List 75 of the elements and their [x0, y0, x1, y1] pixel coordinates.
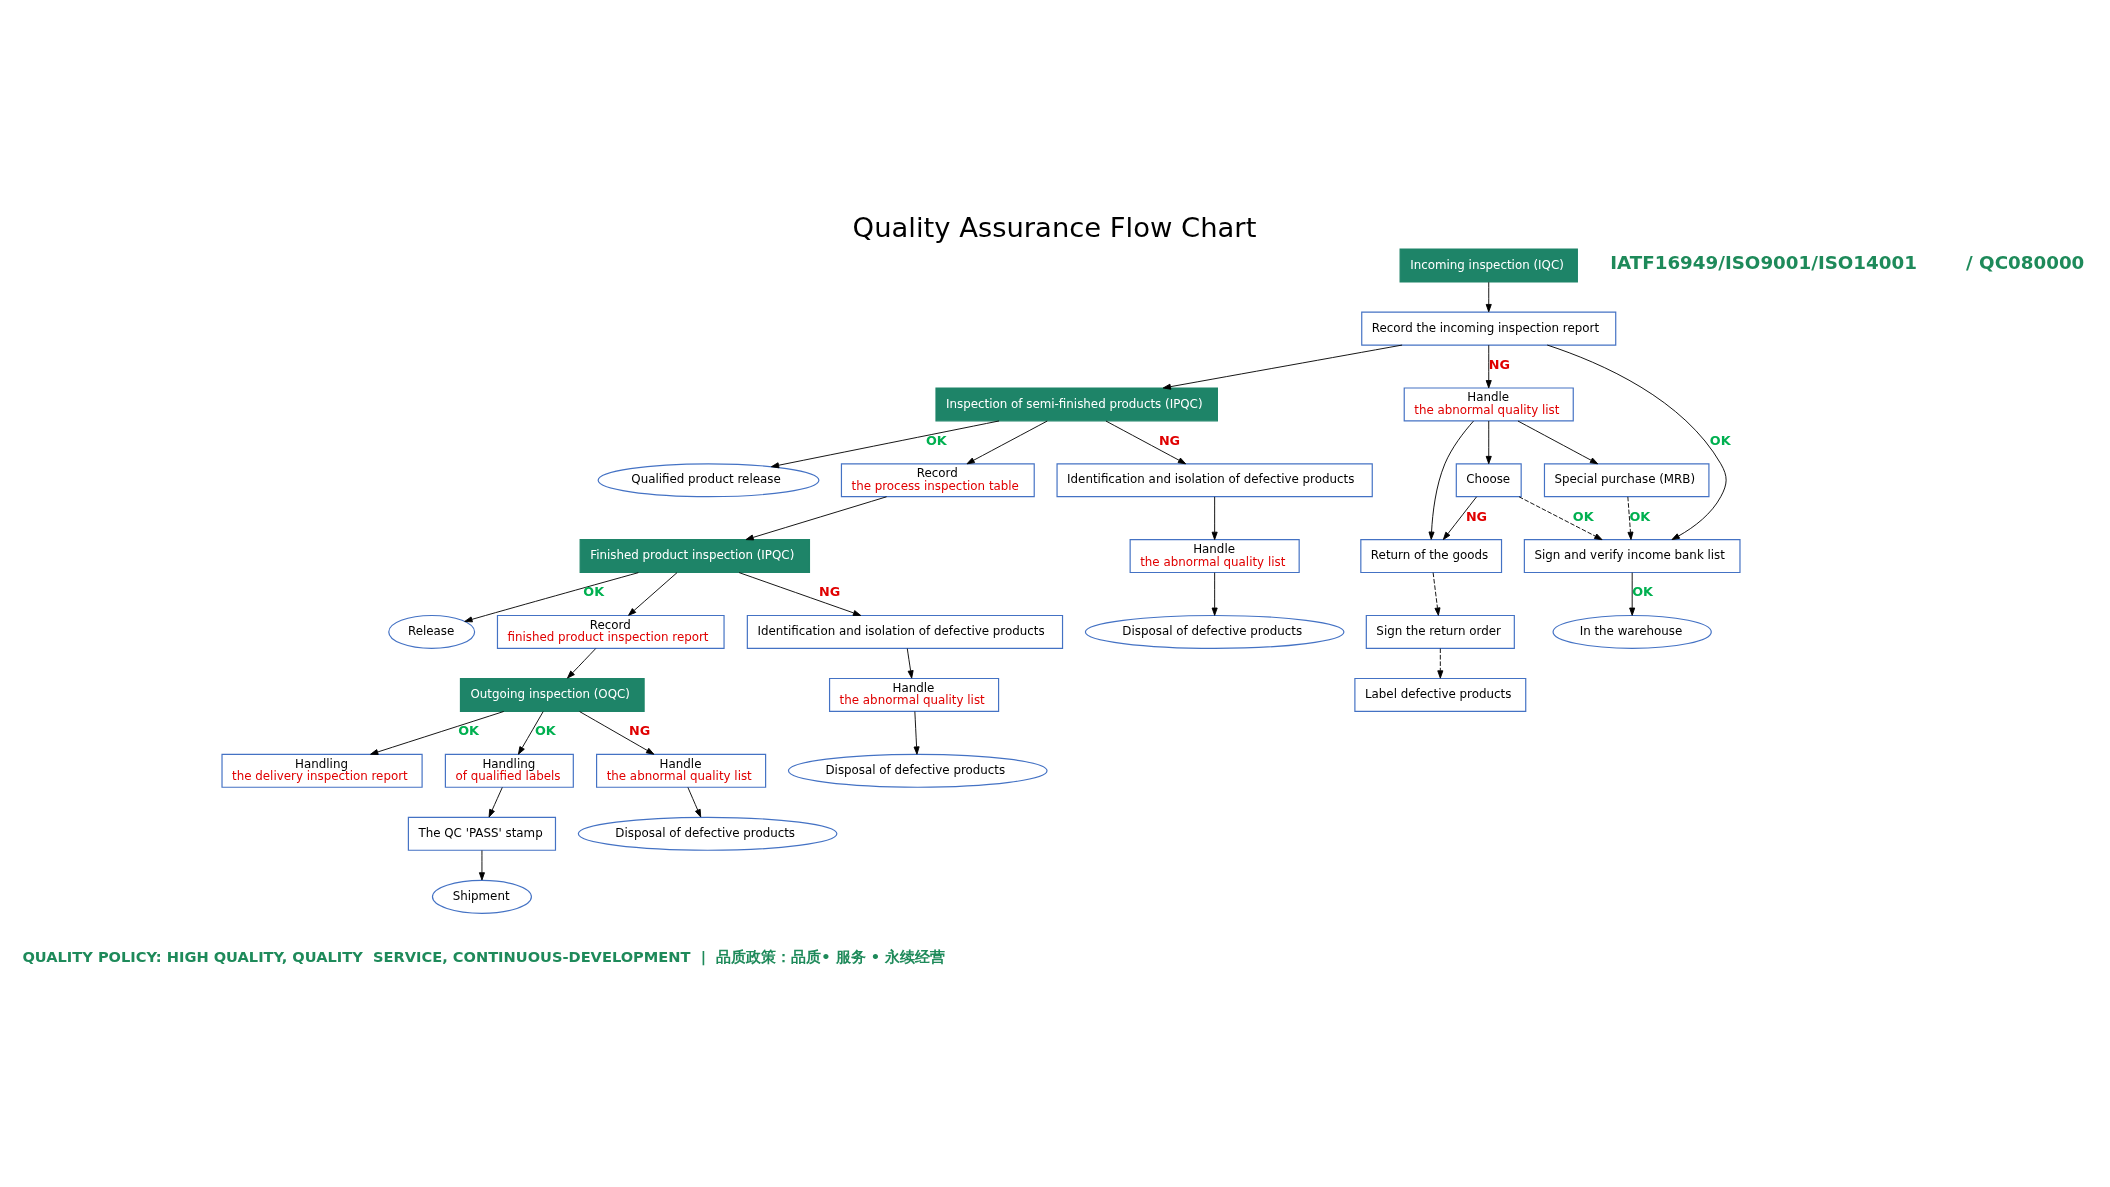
node-ellipse: Disposal of defective products — [577, 816, 838, 851]
arrow — [738, 571, 862, 616]
arrow — [745, 495, 888, 540]
edge-label: NG — [1465, 508, 1488, 524]
node-box: Choose — [1455, 462, 1522, 497]
node-box: Special purchase (MRB) — [1543, 462, 1710, 497]
node-ellipse: Disposal of defective products — [787, 753, 1048, 788]
arrow — [579, 710, 655, 755]
node-box: The QC 'PASS' stamp — [407, 816, 557, 851]
arrow — [464, 571, 639, 622]
node-ellipse: In the warehouse — [1552, 614, 1712, 649]
node-box: Finished product inspection (IPQC) — [579, 538, 811, 573]
arrow — [488, 786, 503, 817]
node-box: Return of the goods — [1360, 538, 1503, 573]
arrow — [1485, 281, 1492, 312]
arrow — [906, 647, 914, 679]
node-box: Sign and verify income bank list — [1523, 538, 1741, 573]
edge-label: OK — [583, 583, 605, 599]
node-ellipse: Shipment — [431, 879, 532, 914]
node-box: Record the incoming inspection report — [1361, 311, 1617, 346]
node-box: Identification and isolation of defective products — [1056, 462, 1373, 497]
node-box: Outgoing inspection (OQC) — [459, 677, 645, 712]
arrow — [1162, 344, 1403, 390]
edge-label: OK — [925, 432, 947, 448]
arrow — [1485, 344, 1492, 388]
node-ellipse: Disposal of defective products — [1084, 614, 1345, 649]
arrow — [370, 710, 505, 755]
node-box: Inspection of semi-finished products (IPQC) — [935, 386, 1218, 421]
arrow — [1432, 571, 1441, 616]
edge-label: OK — [458, 722, 479, 738]
arrow — [1105, 420, 1187, 464]
edge-label: OK — [1629, 508, 1651, 524]
arrow — [1485, 420, 1492, 464]
arrow — [913, 710, 920, 755]
arrow — [1546, 344, 1727, 540]
arrow — [687, 786, 702, 817]
arrow — [628, 571, 678, 616]
arrow — [1428, 420, 1474, 540]
node-box: Label defective products — [1354, 677, 1527, 712]
edge-label: NG — [1488, 356, 1510, 372]
caption: QUALITY POLICY: HIGH QUALITY, QUALITY SERVICE, CONTINUOUS-DEVELOPMENT | 品质政策：品质• 服务 • 永续经营 — [22, 947, 946, 965]
label: / QC080000 — [1966, 251, 2085, 273]
edge-label: NG — [819, 583, 841, 599]
node-box: Identification and isolation of defective products — [746, 614, 1064, 649]
label: IATF16949/ISO9001/ISO14001 — [1610, 251, 1917, 273]
arrow — [770, 420, 1000, 468]
node-box: Handling the delivery inspection report — [221, 753, 423, 788]
node-box: Handle the abnormal quality list — [1129, 538, 1300, 573]
arrow — [1211, 571, 1218, 616]
arrow — [478, 849, 485, 880]
edge-label: OK — [1572, 508, 1594, 524]
node-box: Handle the abnormal quality list — [1403, 386, 1574, 421]
node-box: Record the process inspection table — [840, 462, 1035, 497]
node-box: Handle the abnormal quality list — [828, 677, 1000, 712]
arrow — [1518, 495, 1603, 540]
node-box: Incoming inspection (IQC) — [1399, 248, 1578, 283]
arrow — [518, 710, 544, 755]
node-box: Record finished product inspection report — [496, 614, 725, 649]
edge-label: NG — [1158, 432, 1181, 448]
node-box: Handling of qualified labels — [444, 753, 574, 788]
arrow — [1437, 647, 1444, 679]
edge-label: OK — [534, 722, 556, 738]
arrow — [567, 647, 597, 679]
arrow — [1629, 571, 1636, 616]
node-box: Handle the abnormal quality list — [596, 753, 767, 788]
node-box: Sign the return order — [1365, 614, 1515, 649]
edge-label: OK — [1709, 432, 1731, 448]
arrow — [1211, 495, 1218, 540]
arrow — [1627, 495, 1634, 540]
arrow — [966, 420, 1048, 464]
edge-label: NG — [629, 722, 651, 738]
arrow — [1442, 495, 1477, 540]
diagram-title: Quality Assurance Flow Chart — [852, 211, 1257, 243]
arrow — [1517, 420, 1599, 464]
edge-label: OK — [1632, 583, 1653, 599]
